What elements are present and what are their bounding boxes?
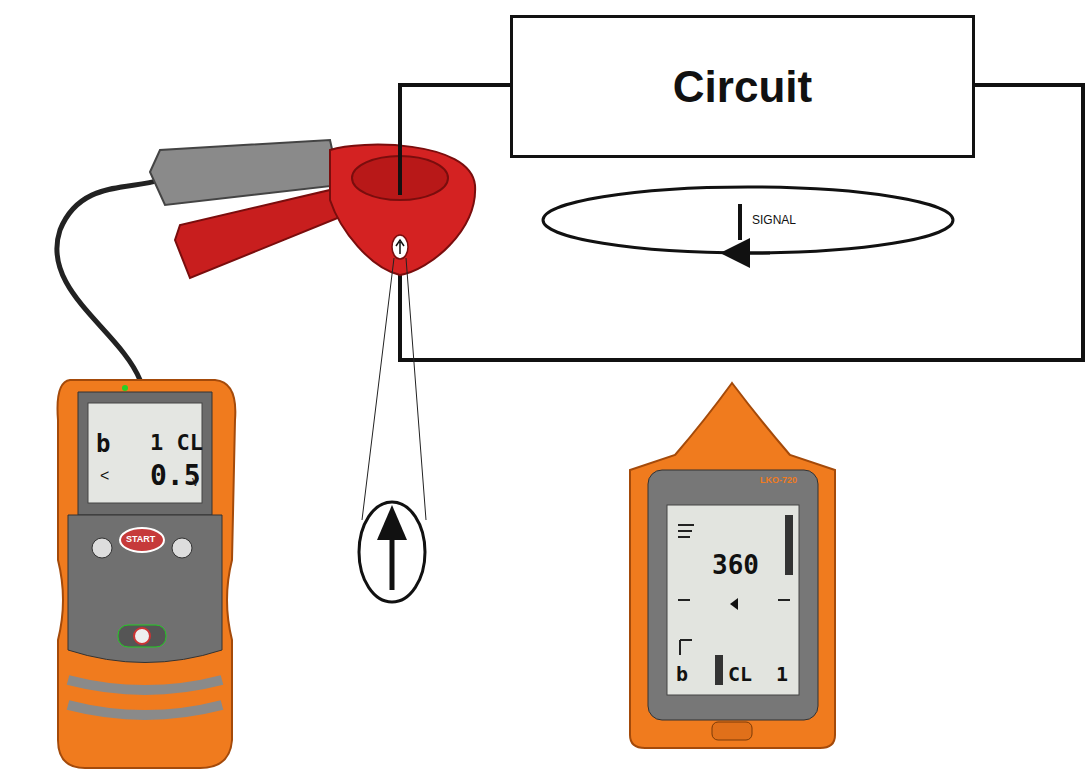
lcd-value: 360 xyxy=(712,552,759,578)
lcd-symbol: < xyxy=(100,468,109,484)
model-name: LKO-720 xyxy=(760,476,797,485)
receiver-panel xyxy=(648,470,818,720)
lcd-code: 1 xyxy=(776,664,788,684)
transmitter-lcd xyxy=(88,403,202,503)
receiver-body xyxy=(630,383,835,748)
box-title: Circuit xyxy=(673,62,812,112)
start-button: START xyxy=(126,535,155,544)
signal-marker xyxy=(738,204,742,240)
signal-loop xyxy=(543,187,953,253)
signal-name: SIGNAL xyxy=(752,214,796,226)
receiver-lcd xyxy=(667,505,799,695)
direction-mark xyxy=(392,235,408,259)
lcd-mode: b xyxy=(96,432,110,456)
transmitter-bezel xyxy=(78,392,212,515)
lcd-mode: b xyxy=(676,664,688,684)
circuit-box: Circuit xyxy=(510,15,975,158)
transmitter-body xyxy=(58,380,236,768)
lcd-code: CL xyxy=(728,664,752,684)
signal-arrow xyxy=(735,252,770,255)
clamp-head xyxy=(330,145,475,275)
direction-arrow-detail xyxy=(359,502,425,602)
lcd-code: 1 CL xyxy=(150,432,203,454)
lcd-unit: V xyxy=(192,478,199,488)
transmitter-keypad xyxy=(68,515,222,663)
clamp-cable xyxy=(57,180,160,380)
clamp-lower-jaw xyxy=(175,190,345,278)
